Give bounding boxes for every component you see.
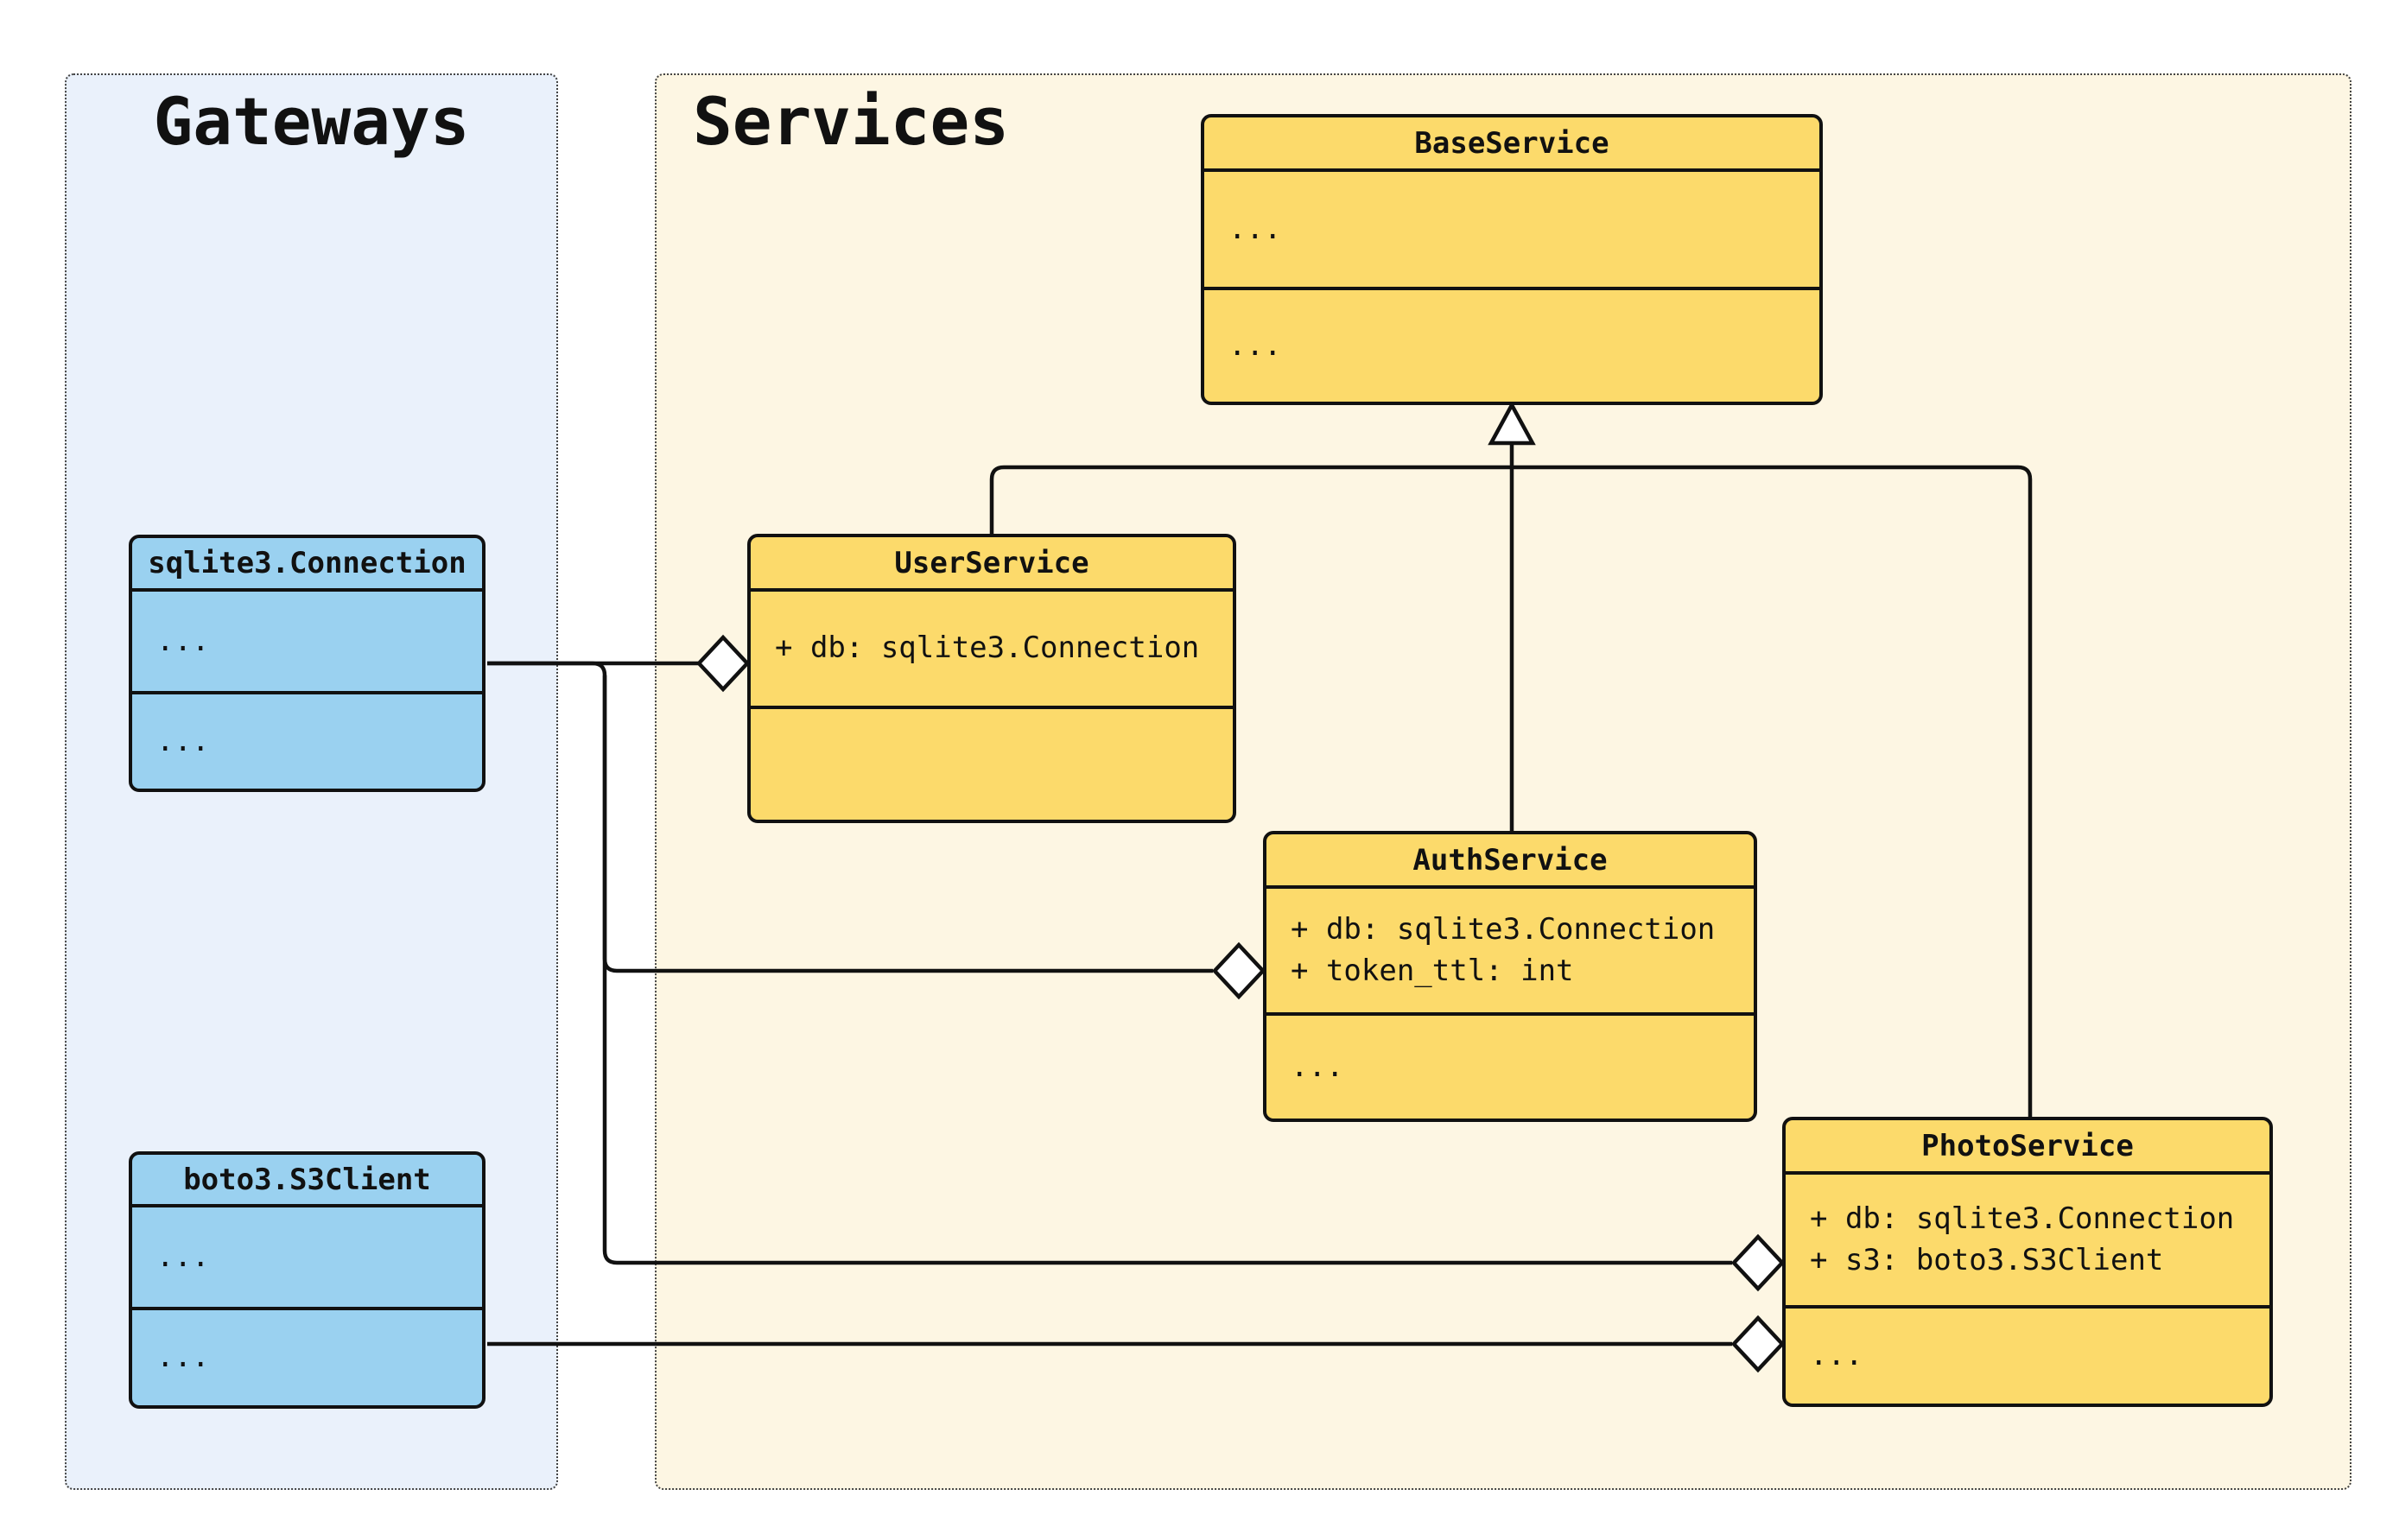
- class-box-userservice: UserService + db: sqlite3.Connection: [747, 534, 1236, 823]
- class-title: BaseService: [1414, 125, 1609, 161]
- aggregation-line-sqlite-photoservice: [602, 675, 1732, 1265]
- class-box-authservice: AuthService + db: sqlite3.Connection + t…: [1263, 831, 1757, 1122]
- aggregation-diamond-icon-authservice: [1211, 941, 1266, 1000]
- gateways-group-title: Gateways: [153, 83, 470, 160]
- class-title: UserService: [894, 545, 1089, 580]
- services-group-title: Services: [693, 83, 1010, 160]
- class-methods-section: [751, 706, 1233, 820]
- class-attribute: + db: sqlite3.Connection: [775, 631, 1200, 666]
- class-methods-section: ...: [1266, 1012, 1754, 1119]
- aggregation-diamond-icon-photoservice-s3: [1730, 1315, 1786, 1373]
- class-attributes-section: + db: sqlite3.Connection: [751, 588, 1233, 706]
- class-methods-section: ...: [1204, 287, 1819, 402]
- class-methods: ...: [156, 1340, 210, 1375]
- class-methods-section: ...: [132, 1307, 482, 1405]
- class-methods: ...: [1228, 327, 1282, 363]
- class-attributes-section: ...: [1204, 168, 1819, 287]
- class-attributes-section: + db: sqlite3.Connection + token_ttl: in…: [1266, 885, 1754, 1012]
- class-box-boto3-s3client: boto3.S3Client ... ...: [129, 1151, 486, 1409]
- class-attribute: + s3: boto3.S3Client: [1810, 1242, 2164, 1277]
- inheritance-triangle-icon: [1488, 401, 1536, 446]
- class-box-photoservice: PhotoService + db: sqlite3.Connection + …: [1782, 1117, 2273, 1407]
- class-attribute: + token_ttl: int: [1291, 953, 1574, 988]
- class-methods: ...: [1810, 1338, 1863, 1373]
- class-attribute: ...: [1228, 211, 1282, 246]
- class-title: sqlite3.Connection: [148, 546, 466, 580]
- class-box-sqlite3-connection: sqlite3.Connection ... ...: [129, 535, 486, 792]
- class-title: AuthService: [1412, 842, 1608, 878]
- class-attribute: + db: sqlite3.Connection: [1291, 911, 1716, 947]
- aggregation-diamond-icon-photoservice-db: [1730, 1233, 1786, 1292]
- class-methods: ...: [1291, 1049, 1344, 1084]
- class-attributes-section: ...: [132, 1204, 482, 1307]
- class-methods-section: ...: [132, 691, 482, 789]
- class-title: boto3.S3Client: [183, 1162, 431, 1197]
- class-attribute: ...: [156, 623, 210, 658]
- class-methods: ...: [156, 723, 210, 758]
- class-methods-section: ...: [1786, 1305, 2269, 1404]
- class-attribute: ...: [156, 1239, 210, 1274]
- class-attribute: + db: sqlite3.Connection: [1810, 1201, 2235, 1236]
- class-attributes-section: + db: sqlite3.Connection + s3: boto3.S3C…: [1786, 1171, 2269, 1305]
- class-box-baseservice: BaseService ... ...: [1201, 114, 1823, 405]
- class-title: PhotoService: [1921, 1128, 2134, 1163]
- class-attributes-section: ...: [132, 588, 482, 691]
- aggregation-diamond-icon-userservice: [695, 634, 751, 693]
